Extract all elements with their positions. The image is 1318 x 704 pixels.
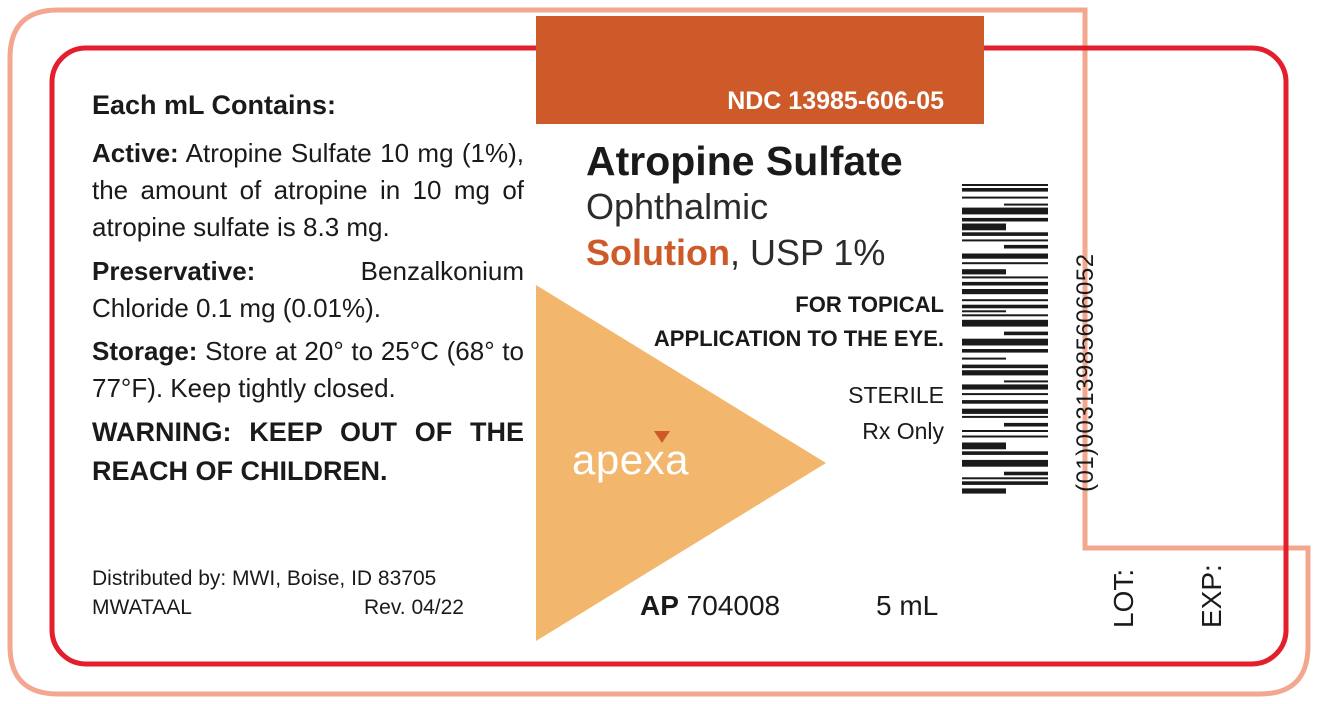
brand-marker-icon — [654, 431, 670, 443]
barcode — [962, 184, 1048, 494]
distributor-info: Distributed by: MWI, Boise, ID 83705 MWA… — [92, 565, 472, 622]
storage-label: Storage: — [92, 335, 198, 366]
ndc-number: NDC 13985-606-05 — [727, 87, 944, 115]
topical-line-1: FOR TOPICAL — [795, 292, 944, 317]
topical-line-2: APPLICATION TO THE EYE. — [653, 326, 944, 352]
code-row: MWATAAL Rev. 04/22 — [92, 594, 464, 623]
preservative-label: Preservative: — [92, 255, 256, 286]
strength: , USP 1% — [729, 232, 886, 273]
storage: Storage: Store at 20° to 25°C (68° to 77… — [92, 333, 524, 407]
lot-label: LOT: — [1108, 568, 1139, 628]
product-code: MWATAAL — [92, 595, 192, 619]
product-subtitle-2: Solution, USP 1% — [586, 232, 885, 274]
sterile-notice: STERILE Rx Only — [848, 378, 944, 449]
preservative-text: Benzalkonium Chloride 0.1 mg (0.01%). — [92, 255, 524, 323]
ingredients-panel: Each mL Contains: Active: Atropine Sulfa… — [92, 90, 524, 490]
product-title: Atropine Sulfate — [586, 138, 903, 184]
brand-logo: apexa — [572, 436, 689, 483]
sterile-text: STERILE — [848, 382, 944, 408]
volume: 5 mL — [876, 590, 939, 621]
revision: Rev. 04/22 — [363, 595, 464, 619]
outer-border — [7, 7, 1311, 697]
ap-label: AP — [640, 590, 679, 621]
storage-text: Store at 20° to 25°C (68° to 77°F). Keep… — [92, 335, 524, 404]
contents-heading: Each mL Contains: — [92, 90, 337, 120]
ap-number: 704008 — [678, 590, 781, 621]
warning-text: WARNING: KEEP OUT OF THE REACH OF CHILDR… — [92, 417, 524, 486]
active-label: Active: — [92, 138, 179, 168]
preservative: Preservative: Benzalkonium Chloride 0.1 … — [92, 253, 524, 327]
solution-word: Solution — [586, 232, 730, 273]
rx-only-text: Rx Only — [862, 417, 944, 444]
barcode-number: (01)00313985606052 — [1072, 253, 1099, 492]
distributed-by: Distributed by: MWI, Boise, ID 83705 — [92, 567, 437, 590]
usage-notice: FOR TOPICAL APPLICATION TO THE EYE. — [654, 288, 944, 356]
ap-code: AP 704008 — [640, 590, 780, 622]
active-text: Atropine Sulfate 10 mg (1%), the amount … — [92, 138, 524, 243]
brand-triangle — [536, 285, 826, 641]
ndc-bar: NDC 13985-606-05 — [536, 16, 984, 124]
active-ingredient: Active: Atropine Sulfate 10 mg (1%), the… — [92, 135, 524, 247]
exp-label: EXP: — [1196, 564, 1227, 628]
product-subtitle-1: Ophthalmic — [586, 186, 769, 227]
